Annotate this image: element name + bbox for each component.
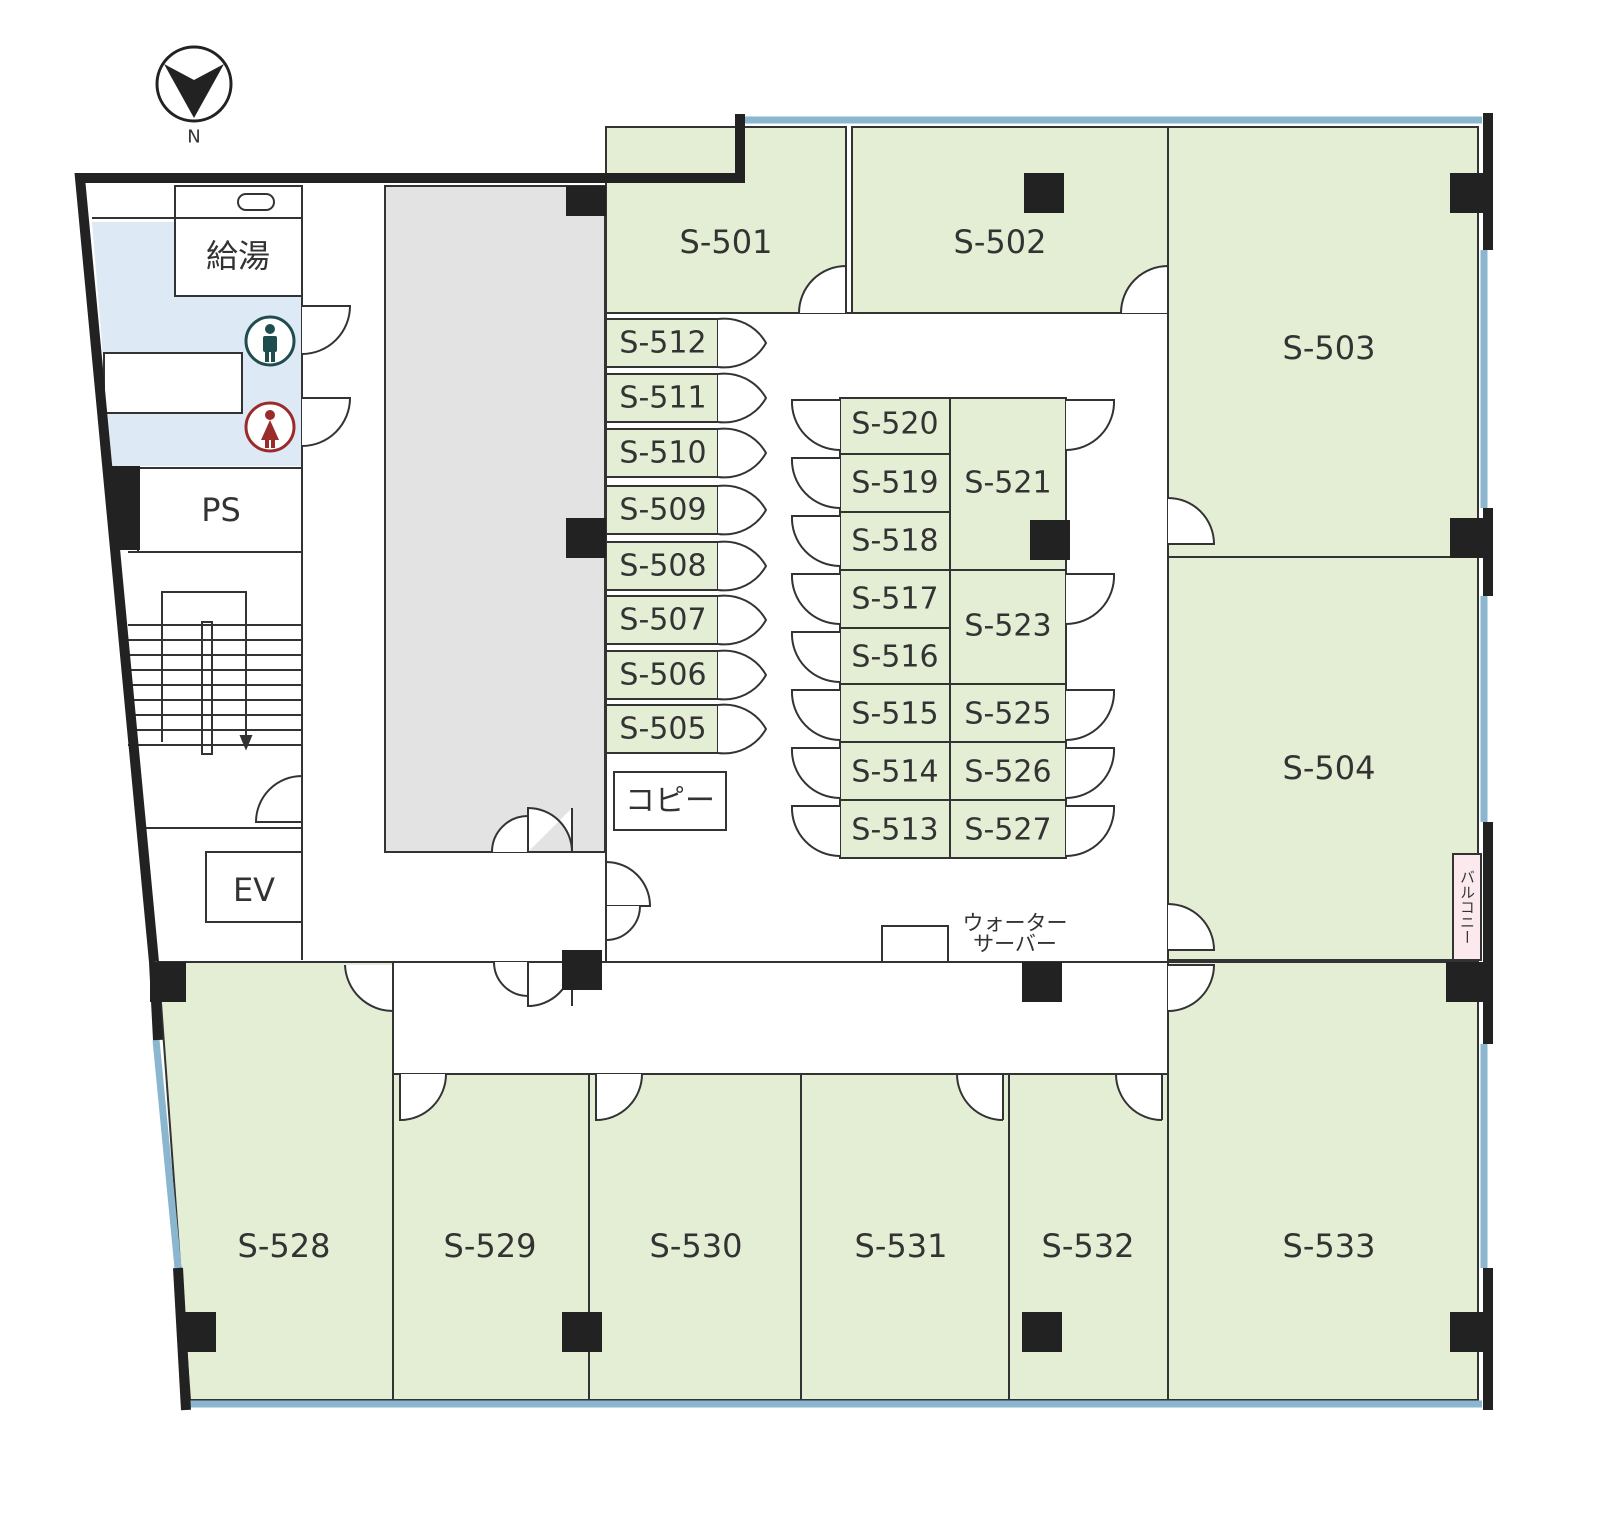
kitchenette-label: 給湯 <box>206 237 270 275</box>
compass-label: N <box>187 127 200 148</box>
room-label-s521: S-521 <box>964 466 1051 501</box>
room-label-s510: S-510 <box>619 436 706 471</box>
door-swings <box>254 264 1216 1122</box>
elevator-room <box>205 851 303 923</box>
water-server-box <box>881 925 949 963</box>
water-server-label-line1: ウォーター <box>963 911 1068 935</box>
room-label-s504: S-504 <box>1283 749 1376 787</box>
room-label-s531: S-531 <box>855 1227 948 1265</box>
office-rooms <box>156 126 1479 1401</box>
room-s503 <box>1167 126 1479 558</box>
room-label-s518: S-518 <box>851 524 938 559</box>
room-s529 <box>392 1073 590 1401</box>
room-label-s526: S-526 <box>964 755 1051 790</box>
room-label-s530: S-530 <box>650 1227 743 1265</box>
restroom-partition <box>103 352 243 414</box>
balcony <box>1452 853 1482 961</box>
copy-room <box>613 771 727 831</box>
room-label-s509: S-509 <box>619 493 706 528</box>
room-s501 <box>605 126 847 314</box>
copy-label: コピー <box>625 784 715 819</box>
room-label-s523: S-523 <box>964 609 1051 644</box>
columns <box>112 173 1488 1352</box>
room-label-s505: S-505 <box>619 712 706 747</box>
room-s505 <box>605 704 719 754</box>
room-label-s519: S-519 <box>851 466 938 501</box>
elevator-label: EV <box>233 871 275 909</box>
room-s527 <box>949 799 1067 859</box>
room-label-s511: S-511 <box>619 381 706 416</box>
room-s507 <box>605 595 719 645</box>
water-server-label-line2: サーバー <box>973 932 1057 956</box>
north-arrow-icon <box>155 45 233 123</box>
sink-icon <box>237 193 275 211</box>
room-s525 <box>949 683 1067 743</box>
staircase <box>128 551 302 829</box>
room-s520 <box>839 397 951 455</box>
room-label-s502: S-502 <box>954 223 1047 261</box>
room-s512 <box>605 318 719 368</box>
balcony-label: バルコニー <box>1458 870 1476 945</box>
room-label-s533: S-533 <box>1283 1227 1376 1265</box>
room-label-s514: S-514 <box>851 755 938 790</box>
room-label-s512: S-512 <box>619 326 706 361</box>
room-label-s506: S-506 <box>619 658 706 693</box>
room-label-s507: S-507 <box>619 603 706 638</box>
room-s533 <box>1167 961 1479 1401</box>
room-label-s503: S-503 <box>1283 329 1376 367</box>
room-label-s516: S-516 <box>851 640 938 675</box>
room-s506 <box>605 650 719 700</box>
female-restroom-icon <box>244 401 296 453</box>
room-label-s515: S-515 <box>851 697 938 732</box>
room-label-s532: S-532 <box>1042 1227 1135 1265</box>
ps-label: PS <box>201 491 241 529</box>
room-s518 <box>839 511 951 571</box>
room-label-s527: S-527 <box>964 813 1051 848</box>
room-s502 <box>851 126 1169 314</box>
room-label-s525: S-525 <box>964 697 1051 732</box>
room-label-s508: S-508 <box>619 549 706 584</box>
windows <box>152 116 1488 1408</box>
room-label-s517: S-517 <box>851 582 938 617</box>
room-s504 <box>1167 556 1479 961</box>
room-label-s520: S-520 <box>851 407 938 442</box>
room-label-s528: S-528 <box>238 1227 331 1265</box>
room-s510 <box>605 428 719 478</box>
room-s513 <box>839 799 951 859</box>
room-s519 <box>839 453 951 513</box>
room-s531 <box>800 1073 1010 1401</box>
room-label-s529: S-529 <box>444 1227 537 1265</box>
room-label-s513: S-513 <box>851 813 938 848</box>
room-label-s501: S-501 <box>680 223 773 261</box>
male-restroom-icon <box>244 315 296 367</box>
outer-walls <box>74 113 1493 1411</box>
